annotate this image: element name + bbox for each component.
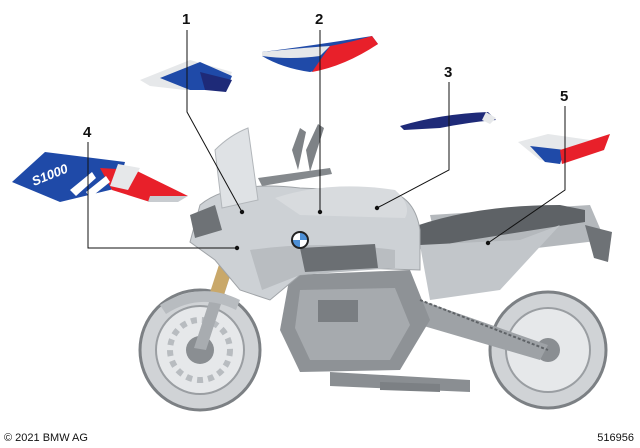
leader-line-1 xyxy=(186,30,243,213)
callout-1: 1 xyxy=(182,11,190,28)
leader-dots xyxy=(234,205,491,251)
callout-5: 5 xyxy=(560,88,568,105)
decal-part-1 xyxy=(140,60,232,92)
callout-3: 3 xyxy=(444,64,452,81)
windscreen xyxy=(214,127,259,209)
decal-part-3 xyxy=(400,112,496,130)
decal-part-4: S1000 xyxy=(12,152,188,202)
leader-line-3 xyxy=(376,82,450,209)
callout-4: 4 xyxy=(83,124,92,141)
image-reference-number: 516956 xyxy=(597,432,634,444)
leader-lines xyxy=(87,30,566,249)
copyright-text: © 2021 BMW AG xyxy=(4,432,88,444)
decal-part-5 xyxy=(518,134,610,164)
bmw-logo xyxy=(291,231,309,249)
callout-2: 2 xyxy=(315,11,323,28)
leader-line-4 xyxy=(87,142,237,249)
leader-line-5 xyxy=(487,106,566,244)
motorcycle-illustration xyxy=(138,124,612,412)
seat xyxy=(405,205,585,250)
